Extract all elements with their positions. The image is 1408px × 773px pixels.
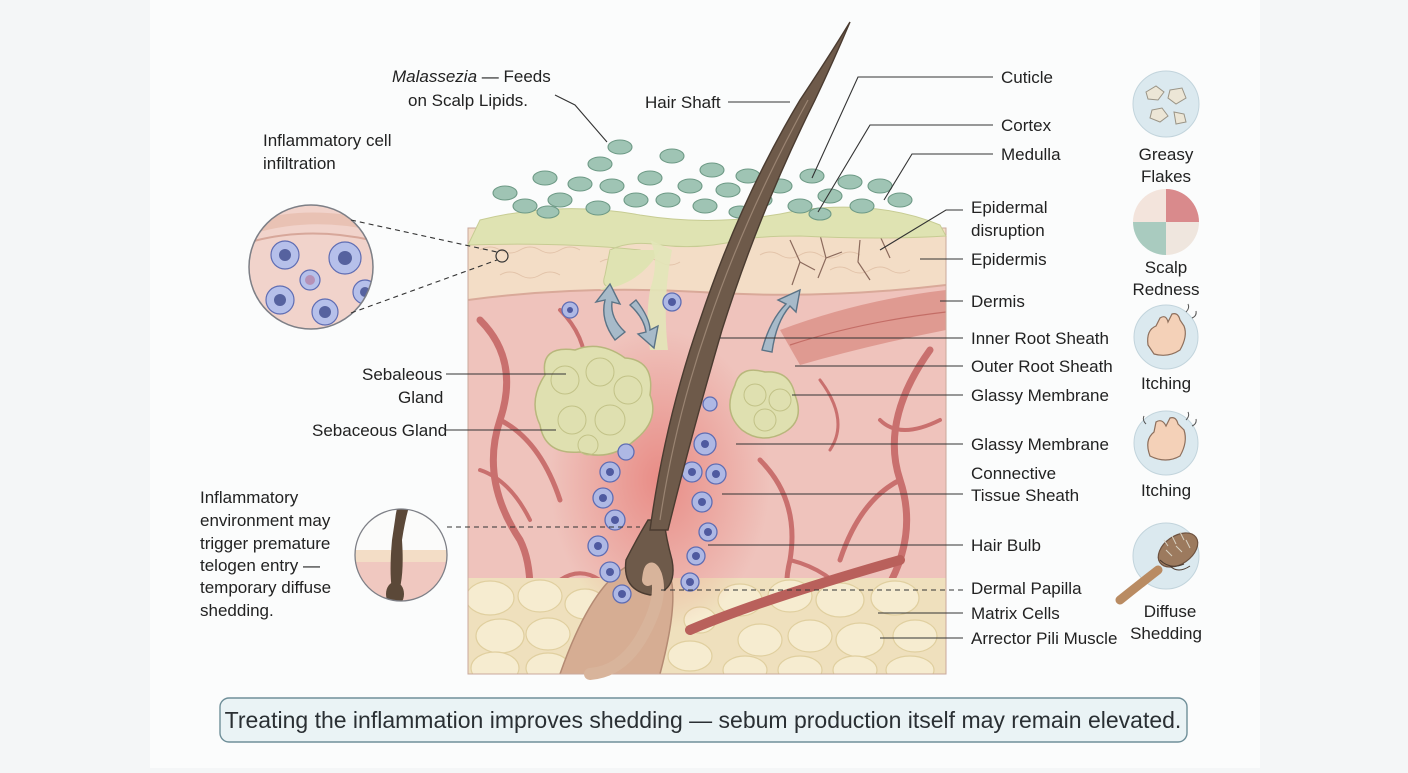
inner-root-sheath-label: Inner Root Sheath xyxy=(971,329,1109,348)
infiltration-label-line1: Inflammatory cell xyxy=(263,131,391,150)
symptom-greasy-flakes: Greasy Flakes xyxy=(1132,70,1200,186)
telogen-note-line2: environment may xyxy=(200,511,331,530)
sebaleous-gland-label-line1: Sebaleous xyxy=(362,365,442,384)
dermis-label: Dermis xyxy=(971,292,1025,311)
gland-lobules xyxy=(550,357,792,456)
sebum-flow-arrows xyxy=(594,282,801,353)
malassezia-label-line2: on Scalp Lipids. xyxy=(408,91,528,110)
sebaceous-gland-label: Sebaceous Gland xyxy=(312,421,447,440)
malassezia-label: Malassezia — Feeds xyxy=(392,67,551,86)
symptom-itching-2: Itching xyxy=(1133,410,1199,500)
caption-box xyxy=(219,697,1188,743)
outer-root-sheath-label: Outer Root Sheath xyxy=(971,357,1113,376)
hair-shaft-label: Hair Shaft xyxy=(645,93,721,112)
inset-source-marker xyxy=(495,249,509,263)
connective-tissue-sheath-label-line1: Connective xyxy=(971,464,1056,483)
dermal-papilla xyxy=(584,562,664,680)
telogen-note-line4: telogen entry — xyxy=(200,556,320,575)
dermal-papilla-label: Dermal Papilla xyxy=(971,579,1082,598)
connective-tissue-sheath-label-line2: Tissue Sheath xyxy=(971,486,1079,505)
tissue-block xyxy=(468,228,946,674)
scalp-redness-label-line1: Scalp xyxy=(1145,258,1188,277)
infiltration-label-line2: infiltration xyxy=(263,154,336,173)
telogen-note-line5: temporary diffuse xyxy=(200,578,331,597)
symptom-itching-1: Itching xyxy=(1133,303,1199,393)
glassy-membrane-label-1: Glassy Membrane xyxy=(971,386,1109,405)
epidermal-disruption-label-line1: Epidermal xyxy=(971,198,1048,217)
caption-text: Treating the inflammation improves shedd… xyxy=(225,707,1182,733)
epidermis-label: Epidermis xyxy=(971,250,1047,269)
diffuse-shedding-label-line2: Shedding xyxy=(1130,624,1202,643)
telogen-note-line3: trigger premature xyxy=(200,534,330,553)
hair-bulb-label: Hair Bulb xyxy=(971,536,1041,555)
epidermal-disruption-label-line2: disruption xyxy=(971,221,1045,240)
itching-hand-icon xyxy=(1133,303,1199,370)
telogen-note-line6: shedding. xyxy=(200,601,274,620)
sebaleous-gland-label-line2: Gland xyxy=(398,388,443,407)
glassy-membrane-label-2: Glassy Membrane xyxy=(971,435,1109,454)
arrector-pili-label: Arrector Pili Muscle xyxy=(971,629,1117,648)
scalp-redness-icon xyxy=(1133,189,1199,255)
itching-label-1: Itching xyxy=(1141,374,1191,393)
cuticle-label: Cuticle xyxy=(1001,68,1053,87)
hair-shaft xyxy=(649,21,851,531)
diffuse-shedding-label-line1: Diffuse xyxy=(1144,602,1197,621)
immune-cells xyxy=(561,292,727,604)
arrector-pili-muscle xyxy=(780,290,946,365)
symptom-scalp-redness: Scalp Redness xyxy=(1132,189,1200,299)
itching-hand-icon xyxy=(1133,410,1199,476)
telogen-follicle-inset xyxy=(354,508,448,602)
malassezia-yeast-cells xyxy=(492,139,913,221)
symptom-diffuse-shedding: Diffuse Shedding xyxy=(1115,522,1202,643)
greasy-flakes-icon xyxy=(1132,70,1200,138)
greasy-flakes-label-line2: Flakes xyxy=(1141,167,1191,186)
cortex-label: Cortex xyxy=(1001,116,1052,135)
greasy-flakes-label-line1: Greasy xyxy=(1139,145,1194,164)
scalp-redness-label-line2: Redness xyxy=(1132,280,1199,299)
telogen-note-line1: Inflammatory xyxy=(200,488,299,507)
itching-label-2: Itching xyxy=(1141,481,1191,500)
matrix-cells-label: Matrix Cells xyxy=(971,604,1060,623)
hairbrush-icon xyxy=(1115,522,1200,605)
medulla-label: Medulla xyxy=(1001,145,1061,164)
